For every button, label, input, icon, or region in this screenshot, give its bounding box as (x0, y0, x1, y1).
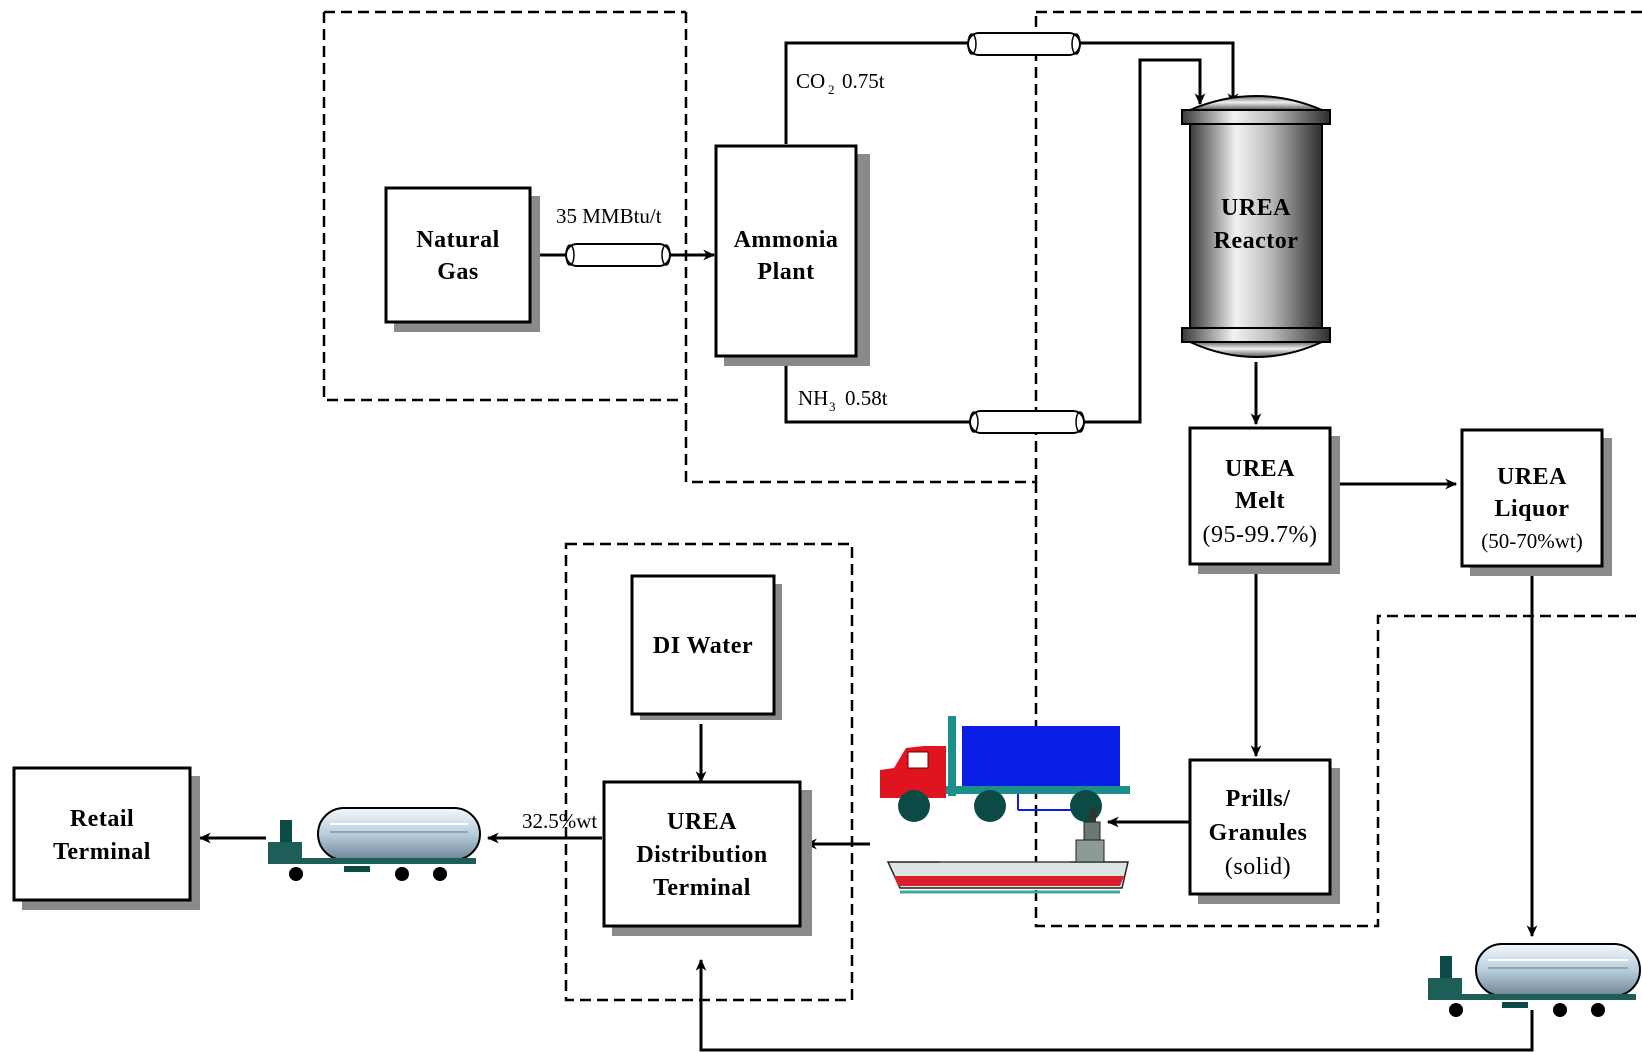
urea-melt-label-2: Melt (1235, 488, 1285, 514)
natural-gas-label-1: Natural (416, 227, 500, 253)
retail-terminal-box: Retail Terminal (12, 766, 200, 910)
distribution-label-3: Terminal (653, 875, 751, 901)
di-water-box: DI Water (630, 574, 782, 720)
urea-melt-label-1: UREA (1225, 456, 1295, 482)
urea-liquor-label-1: UREA (1497, 464, 1567, 490)
gas-field-boundary (322, 10, 686, 402)
ammonia-plant-box: Ammonia Plant (714, 144, 870, 366)
nh3-label: NH 3 0.58t (798, 386, 888, 414)
di-water-label: DI Water (653, 633, 753, 659)
urea-reactor-label-2: Reactor (1214, 228, 1299, 254)
natural-gas-label-2: Gas (437, 259, 479, 285)
pipe-icon (967, 32, 1081, 56)
ammonia-plant-label-2: Plant (757, 259, 814, 285)
urea-liquor-label-3: (50-70%wt) (1481, 529, 1582, 553)
pipe-icon (565, 243, 671, 267)
co2-line (784, 41, 1239, 144)
distribution-label-1: UREA (667, 809, 737, 835)
ammonia-plant-boundary (684, 12, 1038, 484)
urea-reactor-label-1: UREA (1221, 195, 1291, 221)
reactor-vessel-icon: UREA Reactor (1181, 95, 1331, 358)
flatbed-truck-icon (880, 716, 1130, 822)
prills-label-1: Prills/ (1226, 786, 1291, 812)
co2-formula: CO (796, 69, 825, 93)
flow-lines (198, 41, 1538, 1052)
natural-gas-box: Natural Gas (384, 186, 540, 332)
co2-subscript: 2 (828, 82, 835, 97)
prills-label-3: (solid) (1225, 854, 1291, 880)
tanker-truck-icon (268, 807, 481, 881)
retail-label-2: Terminal (53, 839, 151, 865)
urea-liquor-box: UREA Liquor (50-70%wt) (1460, 428, 1612, 576)
cargo-ship-icon (886, 808, 1129, 894)
distribution-label-2: Distribution (636, 842, 767, 868)
distribution-terminal-box: UREA Distribution Terminal (602, 780, 812, 936)
distribution-boundary (564, 542, 854, 1002)
concentration-label: 32.5%wt (522, 809, 597, 833)
tanker-truck-icon (1428, 943, 1641, 1017)
liquor-return-line (695, 958, 1534, 1052)
prills-granules-box: Prills/ Granules (solid) (1188, 758, 1340, 904)
urea-liquor-label-2: Liquor (1494, 496, 1569, 522)
nh3-line (784, 58, 1206, 424)
nh3-amount: 0.58t (845, 386, 888, 410)
dashed-boundaries (322, 10, 1642, 1002)
retail-label-1: Retail (70, 806, 134, 832)
co2-label: CO 2 0.75t (796, 69, 885, 97)
ammonia-plant-label-1: Ammonia (734, 227, 839, 253)
prills-label-2: Granules (1209, 820, 1308, 846)
nh3-subscript: 3 (829, 399, 836, 414)
energy-label: 35 MMBtu/t (556, 204, 662, 228)
urea-melt-box: UREA Melt (95-99.7%) (1188, 426, 1340, 574)
urea-melt-label-3: (95-99.7%) (1203, 522, 1318, 548)
nh3-formula: NH (798, 386, 828, 410)
co2-amount: 0.75t (842, 69, 885, 93)
pipe-icon (969, 410, 1085, 434)
